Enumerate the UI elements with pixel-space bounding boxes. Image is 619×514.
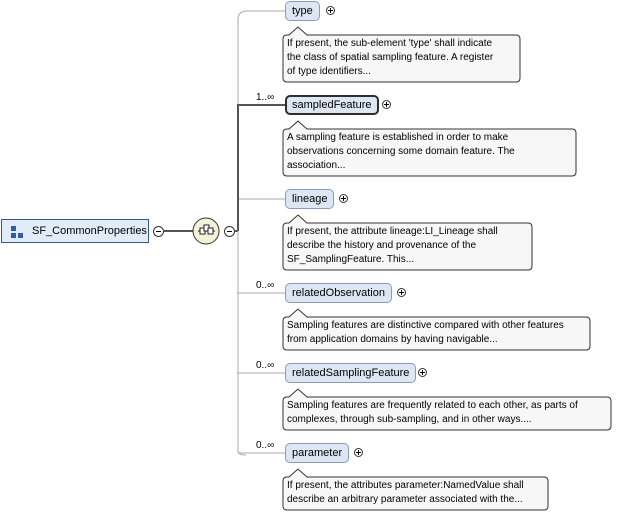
- doc-bubble-parameter: [282, 468, 549, 511]
- doc-text-type: If present, the sub-element 'type' shall…: [287, 37, 493, 79]
- doc-line: Sampling features are distinctive compar…: [287, 320, 564, 331]
- element-label: type: [292, 5, 313, 17]
- doc-line: describe an arbitrary parameter associat…: [287, 494, 523, 505]
- doc-line: If present, the attributes parameter:Nam…: [287, 480, 524, 491]
- expand-relatedObservation-button[interactable]: [397, 288, 406, 297]
- multiplicity-label: 0..∞: [256, 360, 275, 371]
- doc-text-lineage: If present, the attribute lineage:LI_Lin…: [287, 225, 498, 267]
- doc-line: from application domains by having navig…: [287, 334, 498, 345]
- doc-bubble-relatedSamplingFeature: [282, 388, 612, 431]
- multiplicity-label: 0..∞: [256, 440, 275, 451]
- expand-parameter-button[interactable]: [354, 448, 363, 457]
- expand-sampledFeature-button[interactable]: [382, 100, 391, 109]
- expand-type-button[interactable]: [326, 6, 335, 15]
- doc-line: If present, the sub-element 'type' shall…: [287, 38, 493, 49]
- element-relatedSamplingFeature[interactable]: relatedSamplingFeature: [285, 363, 417, 383]
- doc-line: complexes, through sub-sampling, and in …: [287, 414, 532, 425]
- element-sampledFeature[interactable]: sampledFeature: [285, 95, 379, 115]
- element-label: relatedObservation: [292, 287, 385, 299]
- doc-text-relatedObservation: Sampling features are distinctive compar…: [287, 319, 564, 347]
- multiplicity-label: 1..∞: [256, 92, 275, 103]
- doc-line: If present, the attribute lineage:LI_Lin…: [287, 226, 498, 237]
- doc-line: SF_SamplingFeature. This...: [287, 254, 415, 265]
- doc-line: Sampling features are frequently related…: [287, 400, 578, 411]
- element-type[interactable]: type: [285, 1, 320, 21]
- complex-type-icon: [11, 226, 23, 238]
- expand-lineage-button[interactable]: [339, 194, 348, 203]
- sequence-compositor-icon[interactable]: [192, 216, 222, 246]
- doc-line: A sampling feature is established in ord…: [287, 132, 509, 143]
- collapse-compositor-button[interactable]: [224, 226, 235, 237]
- doc-text-sampledFeature: A sampling feature is established in ord…: [287, 131, 515, 173]
- expand-relatedSamplingFeature-button[interactable]: [418, 368, 427, 377]
- doc-text-parameter: If present, the attributes parameter:Nam…: [287, 479, 524, 507]
- element-relatedObservation[interactable]: relatedObservation: [285, 283, 392, 303]
- element-label: lineage: [292, 193, 328, 205]
- doc-bubble-lineage: [282, 214, 533, 271]
- element-label: relatedSamplingFeature: [292, 367, 410, 379]
- root-complex-type[interactable]: SF_CommonProperties: [1, 219, 149, 243]
- element-label: parameter: [292, 447, 343, 459]
- doc-bubble-relatedObservation: [282, 308, 591, 351]
- root-label: SF_CommonProperties: [32, 225, 147, 237]
- doc-bubble-sampledFeature: [282, 120, 577, 177]
- element-lineage[interactable]: lineage: [285, 189, 335, 209]
- doc-line: describe the history and provenance of t…: [287, 240, 477, 251]
- doc-line: the class of spatial sampling feature. A…: [287, 52, 494, 63]
- doc-bubble-type: [282, 26, 521, 83]
- doc-line: observations concerning some domain feat…: [287, 146, 515, 157]
- element-label: sampledFeature: [292, 99, 372, 111]
- element-parameter[interactable]: parameter: [285, 443, 350, 463]
- doc-line: of type identifiers...: [287, 66, 371, 77]
- doc-line: association...: [287, 160, 346, 171]
- collapse-root-button[interactable]: [153, 226, 164, 237]
- doc-text-relatedSamplingFeature: Sampling features are frequently related…: [287, 399, 578, 427]
- multiplicity-label: 0..∞: [256, 280, 275, 291]
